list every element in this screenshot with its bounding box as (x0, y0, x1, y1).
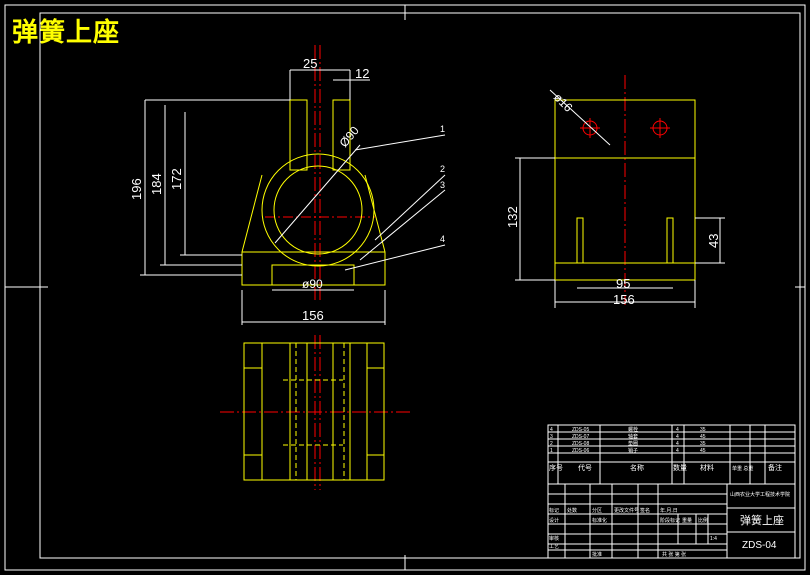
top-view (220, 335, 410, 490)
svg-text:更改文件号: 更改文件号 (614, 507, 639, 514)
svg-text:重量: 重量 (682, 517, 692, 524)
leader-2: 2 (440, 164, 445, 174)
dim-side-156: 156 (613, 292, 635, 307)
svg-text:1:4: 1:4 (710, 536, 717, 542)
leader-3: 3 (440, 180, 445, 190)
svg-text:45: 45 (700, 448, 706, 454)
leader-1: 1 (440, 124, 445, 134)
svg-text:弹簧上座: 弹簧上座 (740, 513, 784, 527)
svg-text:垫圈: 垫圈 (628, 440, 638, 447)
svg-text:工艺: 工艺 (549, 544, 559, 550)
svg-text:阶段标记: 阶段标记 (660, 517, 680, 524)
svg-text:4: 4 (676, 441, 679, 447)
dim-bore-90: ø90 (302, 277, 323, 291)
dim-43: 43 (706, 234, 721, 248)
title-block-text: 4 ZDS-05 螺栓 4 35 3 ZDS-07 轴套 4 45 2 ZDS-… (549, 426, 790, 558)
svg-text:共 张 第 张: 共 张 第 张 (662, 551, 686, 558)
svg-text:2: 2 (550, 441, 553, 447)
svg-text:标记: 标记 (549, 507, 559, 514)
svg-text:单重 总重: 单重 总重 (732, 465, 753, 472)
dim-172: 172 (169, 168, 184, 190)
svg-text:4: 4 (676, 434, 679, 440)
svg-text:处数: 处数 (567, 507, 577, 514)
svg-text:山西农业大学工程技术学院: 山西农业大学工程技术学院 (730, 491, 790, 498)
svg-text:4: 4 (676, 427, 679, 433)
svg-text:代号: 代号 (578, 463, 592, 472)
svg-text:分区: 分区 (592, 507, 602, 514)
svg-text:ZDS-08: ZDS-08 (572, 441, 589, 447)
svg-text:比例: 比例 (698, 517, 708, 524)
dim-front-156: 156 (302, 308, 324, 323)
svg-text:ZDS-07: ZDS-07 (572, 434, 589, 440)
svg-text:螺栓: 螺栓 (628, 426, 638, 433)
svg-text:4: 4 (676, 448, 679, 454)
dim-25: 25 (303, 56, 317, 71)
svg-text:数量: 数量 (673, 463, 687, 472)
svg-text:35: 35 (700, 427, 706, 433)
svg-text:销子: 销子 (628, 447, 638, 454)
drawing-title: 弹簧上座 (12, 18, 121, 48)
svg-text:审核: 审核 (549, 535, 559, 542)
svg-text:ZDS-06: ZDS-06 (572, 448, 589, 454)
svg-text:1: 1 (550, 448, 553, 454)
svg-text:35: 35 (700, 441, 706, 447)
svg-text:3: 3 (550, 434, 553, 440)
svg-text:序号: 序号 (549, 463, 563, 472)
dim-196: 196 (129, 178, 144, 200)
dim-184: 184 (149, 173, 164, 195)
dim-dia90: Ø90 (337, 123, 363, 150)
leader-4: 4 (440, 234, 445, 244)
title-block (547, 424, 796, 559)
svg-text:备注: 备注 (768, 463, 782, 472)
svg-text:ZDS-04: ZDS-04 (742, 540, 777, 551)
svg-text:45: 45 (700, 434, 706, 440)
dim-132: 132 (505, 206, 520, 228)
svg-text:材料: 材料 (700, 463, 714, 472)
side-view: ø16 132 43 95 156 (505, 75, 725, 308)
svg-text:批准: 批准 (592, 551, 602, 558)
svg-text:名称: 名称 (630, 463, 644, 472)
svg-text:轴套: 轴套 (628, 433, 638, 440)
svg-text:年.月.日: 年.月.日 (660, 507, 678, 514)
svg-text:标准化: 标准化 (592, 517, 607, 524)
svg-text:ZDS-05: ZDS-05 (572, 427, 589, 433)
svg-text:签名: 签名 (640, 507, 650, 514)
dim-95: 95 (616, 276, 630, 291)
svg-text:4: 4 (550, 427, 553, 433)
front-view: 25 12 196 184 172 Ø90 ø90 156 1 2 3 4 (129, 45, 446, 325)
dim-12: 12 (355, 66, 369, 81)
drawing-frame (4, 4, 806, 571)
svg-text:设计: 设计 (549, 517, 559, 524)
